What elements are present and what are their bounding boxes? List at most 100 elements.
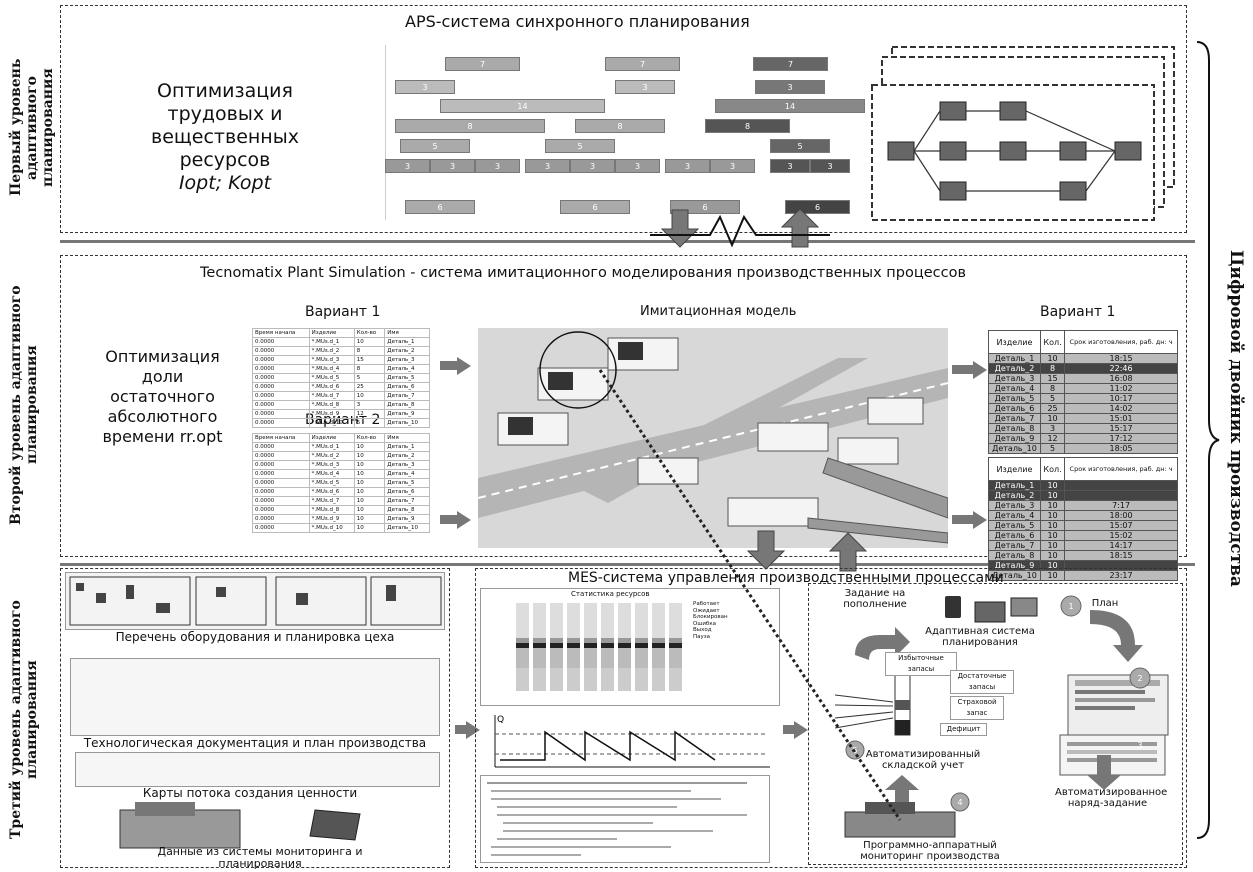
stacked-bar: [635, 603, 648, 691]
aps-label-line-1: Оптимизация: [110, 80, 340, 103]
table-cell: *.МUs.d_2: [309, 452, 354, 461]
digital-twin-label: Цифровой двойник производства: [1226, 250, 1246, 587]
gantt-bar: 3: [395, 80, 455, 94]
top-middle-connector: [640, 205, 840, 255]
gantt-bar: 8: [575, 119, 665, 133]
table-cell: 10: [1040, 551, 1064, 561]
step-2: 2: [1133, 673, 1147, 684]
table-row: 0.0000*.МUs.d_83Деталь_8: [253, 401, 430, 410]
arrow-out1-shaft: [952, 365, 974, 374]
table-cell: Деталь_1: [385, 443, 430, 452]
aps-label-line-3: вещественных: [110, 126, 340, 149]
level-2-label: Второй уровень адаптивного планирования: [8, 255, 48, 555]
table-cell: 15:02: [1065, 531, 1178, 541]
table-cell: 16:08: [1065, 374, 1178, 384]
stacked-bar: [652, 603, 665, 691]
inventory-sawtooth-chart: Q: [485, 712, 775, 772]
table-cell: Деталь_2: [385, 452, 430, 461]
table-cell: *.МUs.d_9: [309, 410, 354, 419]
svg-text:Q: Q: [497, 715, 504, 725]
sufficient-stock: Достаточные запасы: [950, 670, 1014, 694]
arrow-mes-cycle-head: [794, 721, 808, 739]
caption-tech-docs: Технологическая документация и план прои…: [62, 738, 448, 749]
table-cell: Деталь_5: [989, 521, 1041, 531]
table-cell: 0.0000: [253, 383, 310, 392]
table-cell: Деталь_1: [989, 481, 1041, 491]
table-cell: Деталь_10: [989, 444, 1041, 454]
arrow-in1-head: [457, 357, 471, 375]
table-cell: Деталь_8: [989, 424, 1041, 434]
table-cell: 0.0000: [253, 470, 310, 479]
table-cell: 0.0000: [253, 515, 310, 524]
table-cell: 17:12: [1065, 434, 1178, 444]
arrow-out2-shaft: [952, 515, 974, 524]
model-title: Имитационная модель: [640, 304, 796, 319]
table-row: Деталь_61015:02: [989, 531, 1178, 541]
gantt-bar: 5: [770, 139, 830, 153]
table-cell: *.МUs.d_5: [309, 374, 354, 383]
code-snippet-image: [480, 775, 770, 863]
table-cell: *.МUs.d_6: [309, 488, 354, 497]
sim-label-line-1: Оптимизация: [75, 347, 250, 367]
gantt-bar: 6: [560, 200, 630, 214]
machines-image: [115, 800, 365, 850]
gantt-bar: 3: [770, 159, 810, 173]
automated-work-order: Автоматизированное наряд-задание: [1055, 787, 1160, 809]
table-cell: 5: [354, 419, 384, 428]
table-cell: *.МUs.d_2: [309, 347, 354, 356]
resource-stats-chart: Статистика ресурсов РаботаетОжидаетБлоки…: [480, 588, 780, 706]
gantt-bar: 8: [705, 119, 790, 133]
table-cell: *.МUs.d_7: [309, 392, 354, 401]
level-1-label: Первый уровень адаптивного планирования: [8, 20, 48, 235]
stacked-bar: [516, 603, 529, 691]
table-cell: *.МUs.d_3: [309, 356, 354, 365]
table-cell: 0.0000: [253, 452, 310, 461]
arrow-in2-head: [457, 511, 471, 529]
sim-label-line-5: времени rr.opt: [75, 427, 250, 447]
table-cell: Деталь_5: [385, 479, 430, 488]
table-cell: Деталь_1: [989, 354, 1041, 364]
simulation-label: Оптимизация доли остаточного абсолютного…: [75, 347, 250, 447]
table-cell: 8: [354, 365, 384, 374]
gantt-bar: 7: [753, 57, 828, 71]
table-cell: Деталь_10: [385, 419, 430, 428]
table-row: 0.0000*.МUs.d_610Деталь_6: [253, 488, 430, 497]
table-row: 0.0000*.МUs.d_28Деталь_2: [253, 347, 430, 356]
tech-docs-image: [70, 658, 440, 736]
table-row: 0.0000*.МUs.d_310Деталь_3: [253, 461, 430, 470]
gantt-bar: 7: [445, 57, 520, 71]
table-cell: 10: [354, 338, 384, 347]
step-3: 3: [1133, 740, 1147, 751]
arrow-in2-shaft: [440, 515, 458, 524]
table-cell: 7:17: [1065, 501, 1178, 511]
table-cell: *.МUs.d_6: [309, 383, 354, 392]
arrow-in1-shaft: [440, 361, 458, 370]
gantt-bar: 3: [810, 159, 850, 173]
table-cell: *.МUs.d_4: [309, 470, 354, 479]
table-row: 0.0000*.МUs.d_110Деталь_1: [253, 443, 430, 452]
table-cell: Деталь_9: [989, 434, 1041, 444]
sim-label-line-4: абсолютного: [75, 407, 250, 427]
table-cell: 10: [1040, 501, 1064, 511]
table-cell: 8: [1040, 384, 1064, 394]
stacked-bar: [669, 603, 682, 691]
table-cell: Деталь_8: [989, 551, 1041, 561]
stacked-bars: [516, 601, 686, 691]
table-cell: 8: [354, 347, 384, 356]
table-cell: Деталь_6: [989, 531, 1041, 541]
table-cell: 22:46: [1065, 364, 1178, 374]
table-cell: 10: [1040, 481, 1064, 491]
table-cell: Деталь_7: [385, 497, 430, 506]
table-cell: 0.0000: [253, 392, 310, 401]
table-cell: 18:15: [1065, 551, 1178, 561]
step-1: 1: [1064, 601, 1078, 612]
table-cell: 0.0000: [253, 461, 310, 470]
table-cell: 10: [354, 497, 384, 506]
